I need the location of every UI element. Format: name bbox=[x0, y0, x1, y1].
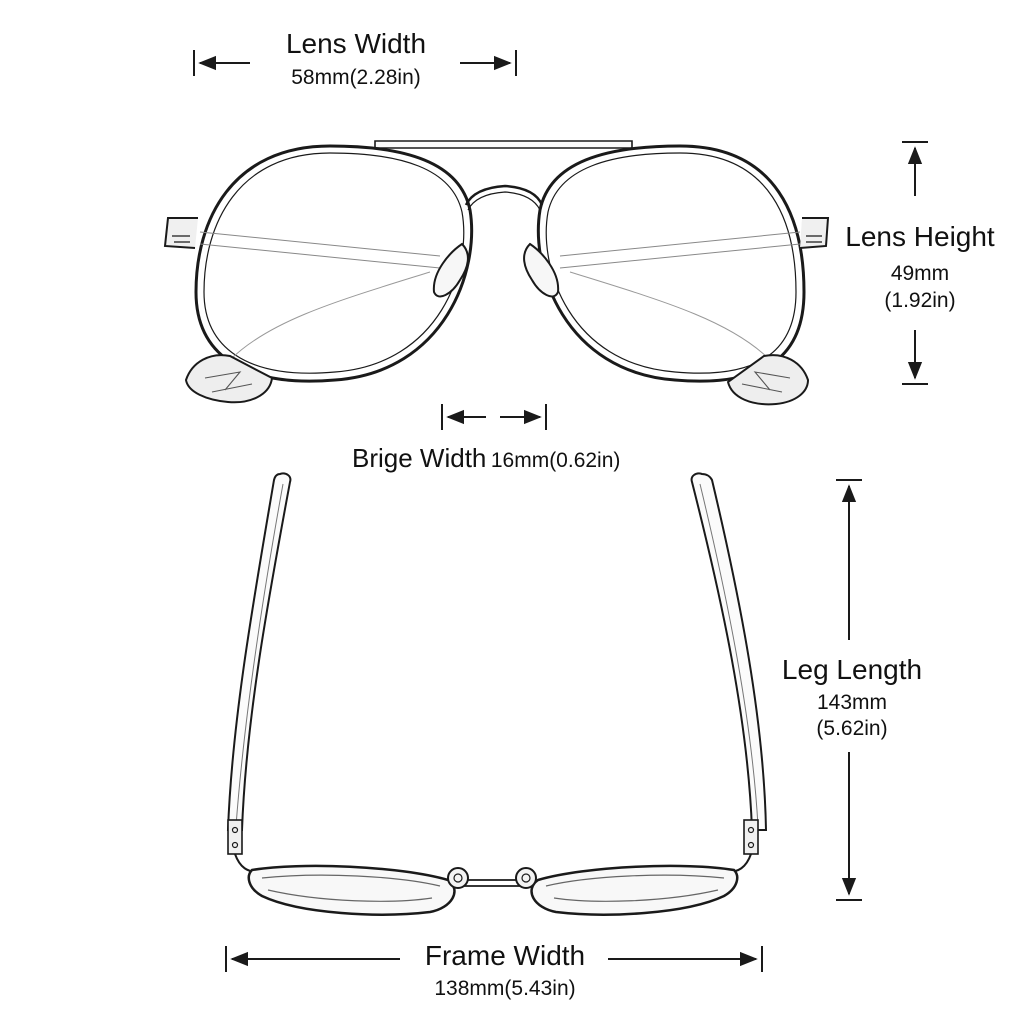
top-view-glasses bbox=[226, 472, 768, 916]
left-hinge-top bbox=[227, 819, 243, 855]
left-lens-top bbox=[247, 864, 456, 916]
left-temple-arm bbox=[226, 472, 292, 831]
frame-width-label: Frame Width bbox=[424, 940, 586, 971]
leg-length-value-mm: 143mm bbox=[816, 691, 888, 714]
bridge-width-value: 16mm(0.62in) bbox=[490, 449, 621, 472]
right-nose-pad bbox=[523, 242, 560, 298]
leg-length-label: Leg Length bbox=[781, 654, 923, 685]
right-temple-tip bbox=[726, 354, 810, 406]
left-lens bbox=[194, 144, 474, 383]
dimension-arrows bbox=[193, 50, 928, 972]
top-bar bbox=[374, 140, 633, 149]
leg-length-value-in: (5.62in) bbox=[816, 717, 888, 740]
right-pad-top bbox=[515, 867, 537, 889]
left-nose-pad bbox=[432, 242, 469, 298]
bridge-width-caption: Brige Width 16mm(0.62in) bbox=[352, 445, 620, 471]
right-hinge-top bbox=[743, 819, 759, 855]
lens-height-label: Lens Height bbox=[845, 221, 995, 252]
left-pad-top bbox=[447, 867, 469, 889]
frame-width-value: 138mm(5.43in) bbox=[434, 977, 576, 1000]
left-hinge bbox=[163, 217, 198, 249]
right-lens-top bbox=[530, 864, 739, 916]
front-view-glasses bbox=[163, 140, 830, 406]
right-lens bbox=[536, 144, 806, 383]
left-temple-tip bbox=[184, 354, 274, 404]
right-temple-arm bbox=[690, 472, 768, 831]
lens-height-value-mm: 49mm bbox=[890, 262, 950, 285]
lens-height-value-in: (1.92in) bbox=[884, 289, 956, 312]
bridge-width-label: Brige Width bbox=[352, 443, 487, 473]
right-hinge bbox=[799, 217, 830, 249]
nose-bridge bbox=[464, 184, 544, 206]
lens-width-label: Lens Width bbox=[285, 28, 427, 59]
lens-width-value: 58mm(2.28in) bbox=[291, 66, 421, 89]
